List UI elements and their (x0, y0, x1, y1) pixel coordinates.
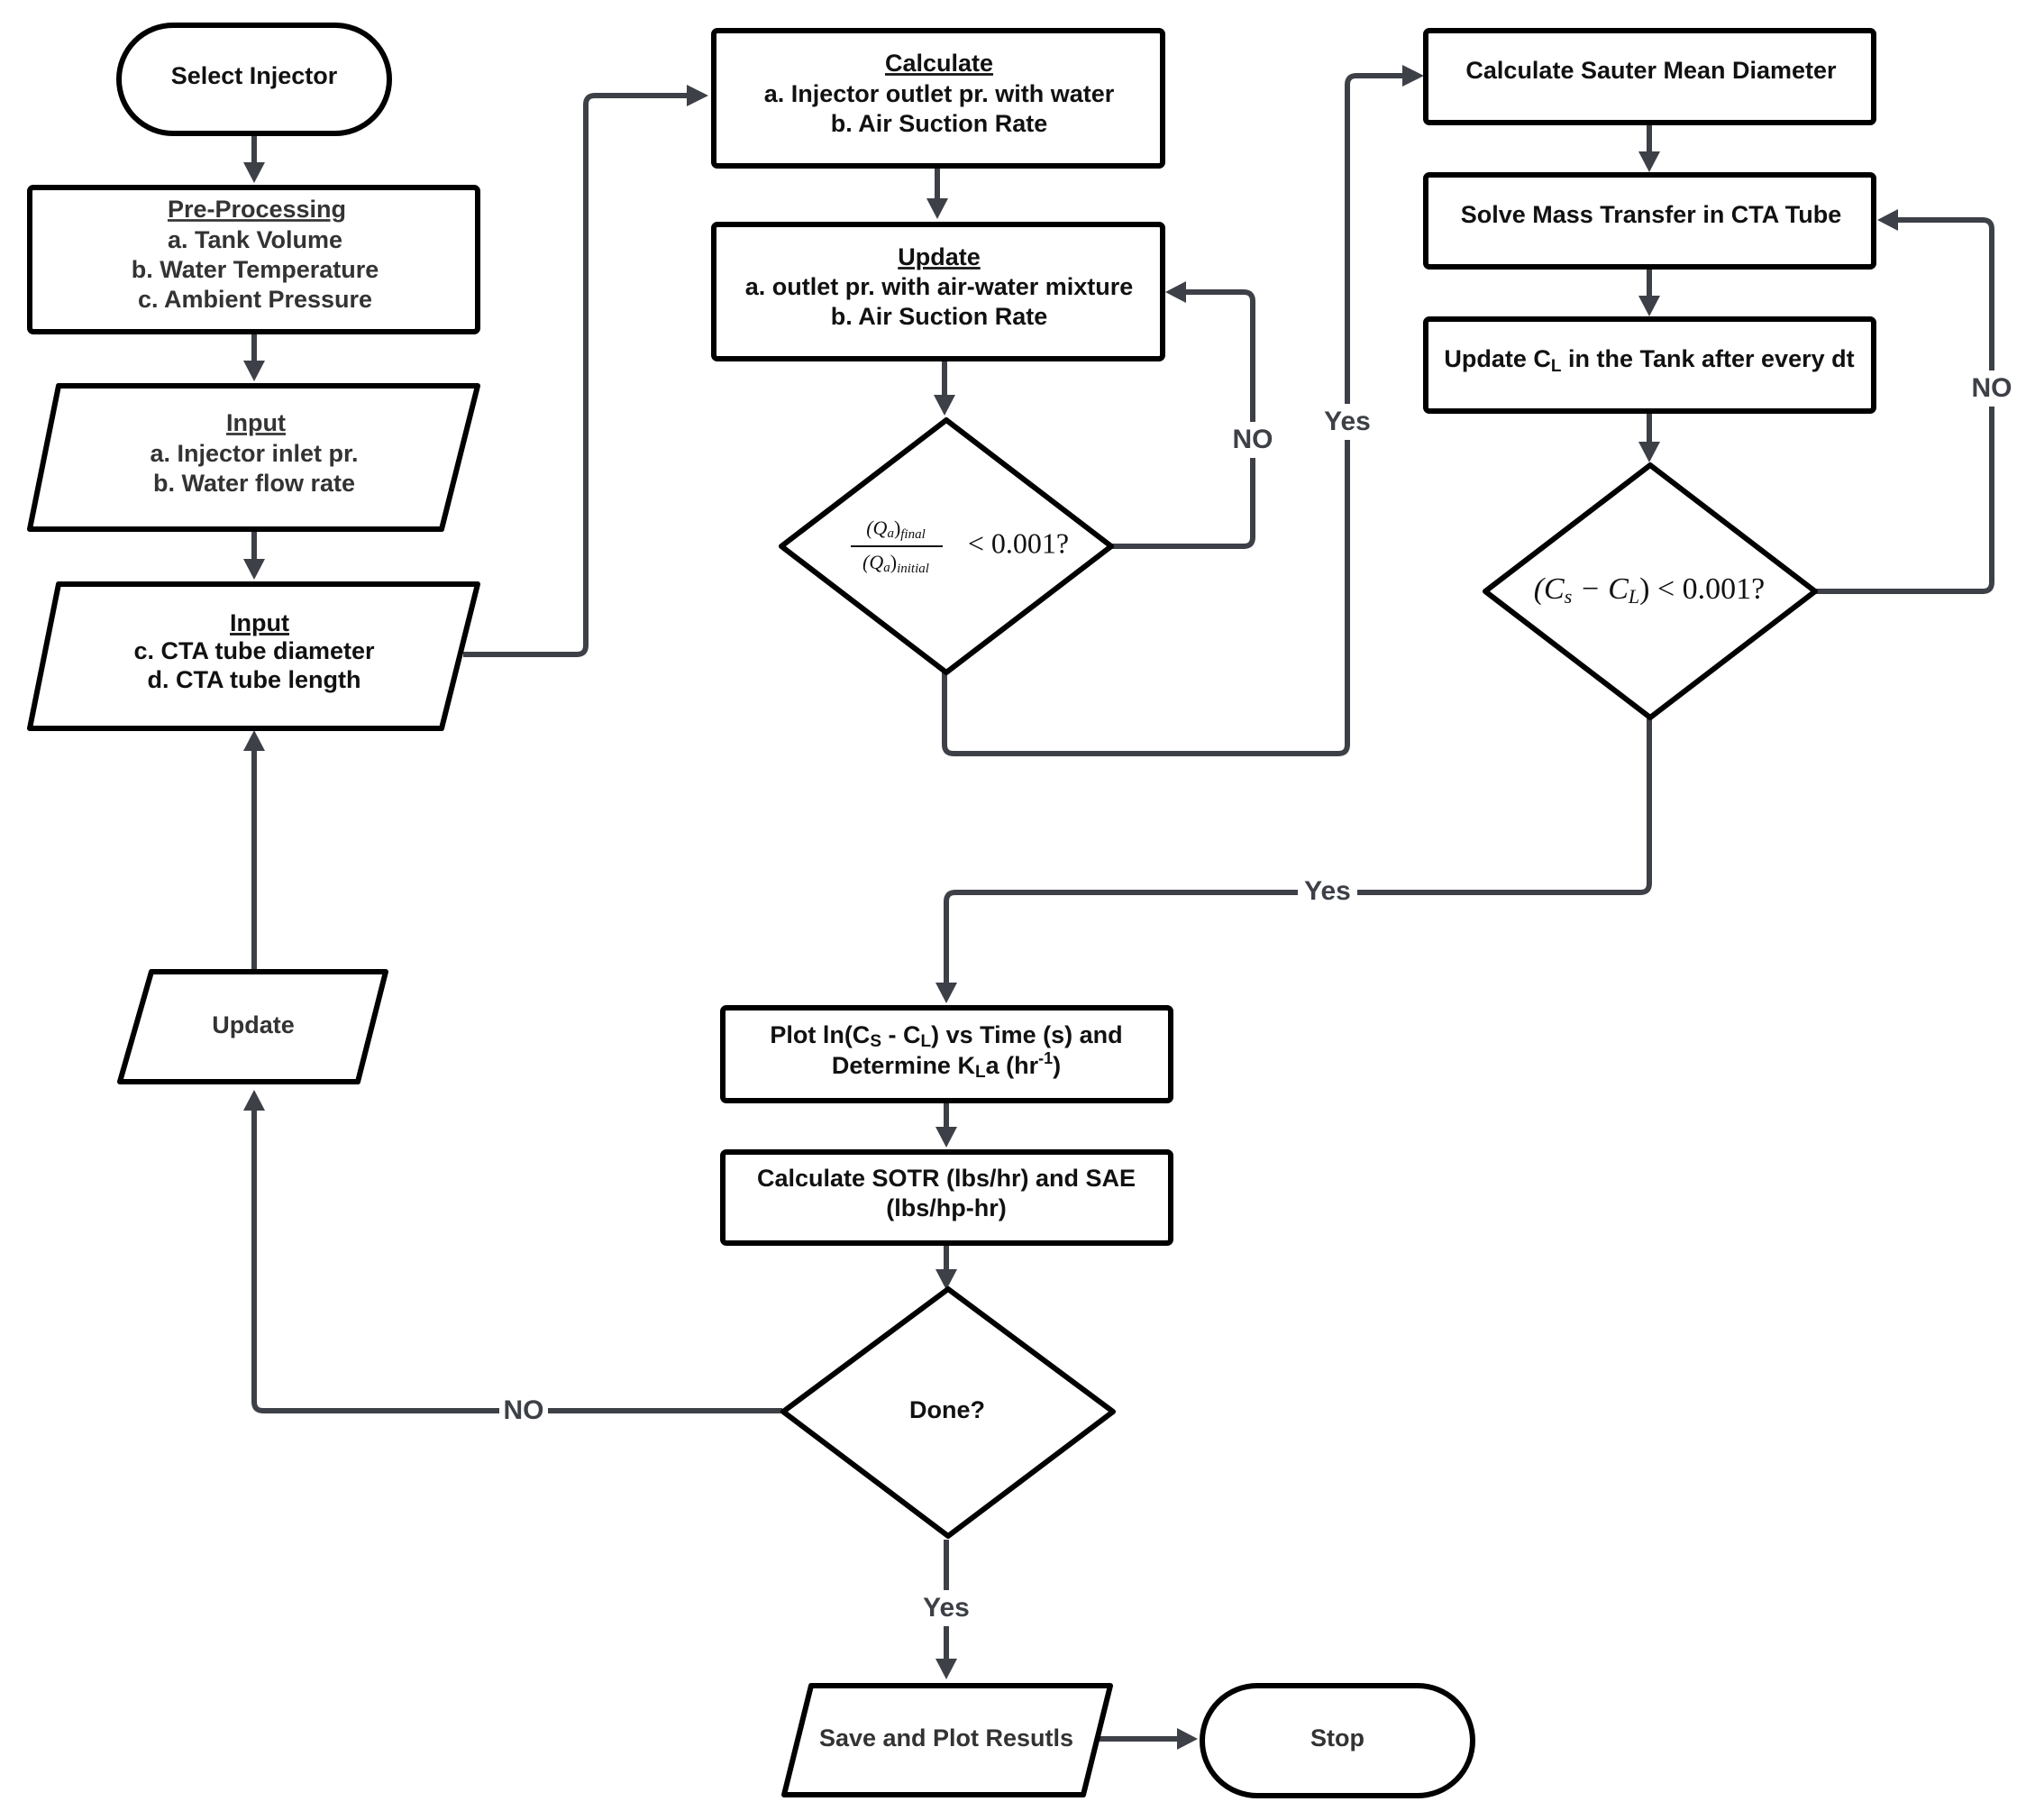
done-label: Done? (909, 1396, 985, 1423)
stop-label: Stop (1310, 1724, 1364, 1751)
node-preprocessing: Pre-Processing a. Tank Volume b. Water T… (27, 185, 480, 334)
input1-line: a. Injector inlet pr. (150, 440, 358, 467)
node-decision-concentration: (Cs − CL) < 0.001? (1483, 462, 1818, 720)
arrowhead (935, 983, 957, 1003)
node-update-mid: Update a. outlet pr. with air-water mixt… (711, 222, 1165, 361)
sotr-line: (lbs/hp-hr) (886, 1194, 1006, 1221)
arrowhead (1165, 281, 1186, 303)
preprocessing-line: c. Ambient Pressure (138, 286, 372, 313)
save-label: Save and Plot Resutls (819, 1724, 1073, 1751)
arrowhead (935, 1659, 957, 1679)
input2-title: Input (230, 609, 289, 636)
arrowhead (926, 198, 948, 219)
update-cl-label: Update CL in the Tank after every dt (1444, 345, 1854, 376)
arrow-decision-c-yes (944, 718, 1652, 986)
mass-transfer-label: Solve Mass Transfer in CTA Tube (1461, 201, 1842, 228)
arrow-decision-q-no-loop (1110, 289, 1255, 549)
edge-label-no-mass-loop: NO (1972, 373, 2012, 403)
arrowhead (1638, 296, 1660, 316)
node-update-cl: Update CL in the Tank after every dt (1423, 316, 1876, 414)
select-injector-label: Select Injector (171, 62, 338, 89)
node-calculate: Calculate a. Injector outlet pr. with wa… (711, 28, 1165, 169)
preprocessing-line: a. Tank Volume (168, 226, 342, 253)
sauter-label: Calculate Sauter Mean Diameter (1465, 57, 1837, 84)
arrowhead (687, 85, 708, 106)
preprocessing-line: b. Water Temperature (132, 256, 379, 283)
node-plot-kla: Plot ln(CS - CL) vs Time (s) and Determi… (720, 1005, 1173, 1103)
arrowhead (243, 361, 265, 381)
plot-line-1: Plot ln(CS - CL) vs Time (s) and (770, 1021, 1122, 1051)
edge-label-yes-done: Yes (923, 1593, 970, 1623)
arrowhead (243, 1090, 265, 1111)
node-decision-done: Done? (780, 1286, 1116, 1539)
calculate-line: b. Air Suction Rate (831, 110, 1048, 137)
q-threshold: < 0.001? (968, 526, 1069, 559)
q-numerator: (Qa)final (866, 517, 926, 542)
arrowhead (1638, 442, 1660, 462)
arrowhead (243, 559, 265, 580)
node-update-left: Update (117, 969, 388, 1084)
calculate-title: Calculate (885, 50, 993, 77)
edge-label-no-update-loop: NO (1233, 425, 1273, 454)
node-input-2: Input c. CTA tube diameter d. CTA tube l… (27, 581, 480, 731)
arrowhead (935, 1127, 957, 1148)
arrowhead (243, 162, 265, 183)
arrowhead (1638, 151, 1660, 172)
edge-labels: NO Yes NO Yes NO Yes (499, 370, 2014, 1626)
node-sotr-sae: Calculate SOTR (lbs/hr) and SAE (lbs/hp-… (720, 1149, 1173, 1246)
node-select-injector: Select Injector (116, 23, 392, 136)
node-mass-transfer: Solve Mass Transfer in CTA Tube (1423, 172, 1876, 270)
arrow-decision-q-yes (942, 73, 1406, 756)
concentration-formula: (Cs − CL) < 0.001? (1534, 572, 1766, 608)
arrowhead (935, 1269, 957, 1290)
edge-label-yes-to-plot: Yes (1304, 876, 1351, 906)
update-left-label: Update (212, 1011, 295, 1038)
node-sauter-mean-diameter: Calculate Sauter Mean Diameter (1423, 28, 1876, 125)
update-mid-line: a. outlet pr. with air-water mixture (745, 273, 1134, 300)
node-stop: Stop (1200, 1683, 1475, 1798)
q-denominator: (Qa)initial (862, 551, 929, 576)
edge-label-no-done: NO (504, 1395, 544, 1425)
update-mid-title: Update (898, 243, 981, 270)
arrowhead (1402, 65, 1424, 87)
arrowhead (1177, 1728, 1198, 1750)
input2-line: c. CTA tube diameter (133, 637, 375, 664)
node-input-1: Input a. Injector inlet pr. b. Water flo… (27, 383, 480, 532)
input1-title: Input (226, 409, 286, 436)
arrowhead (243, 730, 265, 751)
node-save-plot-results: Save and Plot Resutls (781, 1683, 1113, 1797)
update-mid-line: b. Air Suction Rate (831, 303, 1048, 330)
sotr-line: Calculate SOTR (lbs/hr) and SAE (757, 1165, 1136, 1192)
arrowhead (1877, 209, 1898, 231)
edge-label-yes-to-sauter: Yes (1324, 407, 1371, 436)
q-ratio-formula: (Qa)final (Qa)initial < 0.001? (851, 517, 1069, 576)
calculate-line: a. Injector outlet pr. with water (764, 80, 1115, 107)
preprocessing-title: Pre-Processing (168, 196, 346, 223)
arrow-done-no (251, 1107, 782, 1413)
arrowhead (934, 395, 955, 416)
input2-line: d. CTA tube length (148, 666, 361, 693)
node-decision-q-ratio: (Qa)final (Qa)initial < 0.001? (779, 417, 1114, 675)
arrow-input2-to-calculate (463, 93, 690, 657)
plot-line-2: Determine KLa (hr-1) (832, 1049, 1061, 1082)
input1-line: b. Water flow rate (153, 470, 355, 497)
